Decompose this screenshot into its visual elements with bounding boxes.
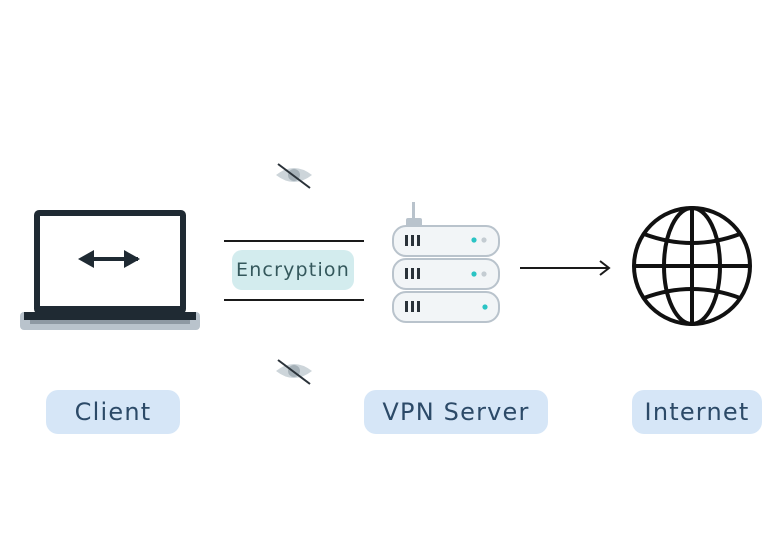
- globe-icon: [632, 206, 752, 326]
- laptop-icon: [20, 210, 200, 330]
- server-rack-icon: [392, 202, 500, 323]
- tunnel-bottom-line: [224, 299, 364, 301]
- double-arrow-icon: [78, 250, 140, 268]
- eye-slash-icon: [276, 163, 312, 189]
- arrow-right-icon: [520, 260, 611, 276]
- eye-slash-icon: [276, 359, 312, 385]
- internet-label: Internet: [632, 390, 762, 434]
- vpn-server-label: VPN Server: [364, 390, 548, 434]
- client-label: Client: [46, 390, 180, 434]
- encryption-badge: Encryption: [232, 250, 354, 290]
- tunnel-top-line: [224, 240, 364, 242]
